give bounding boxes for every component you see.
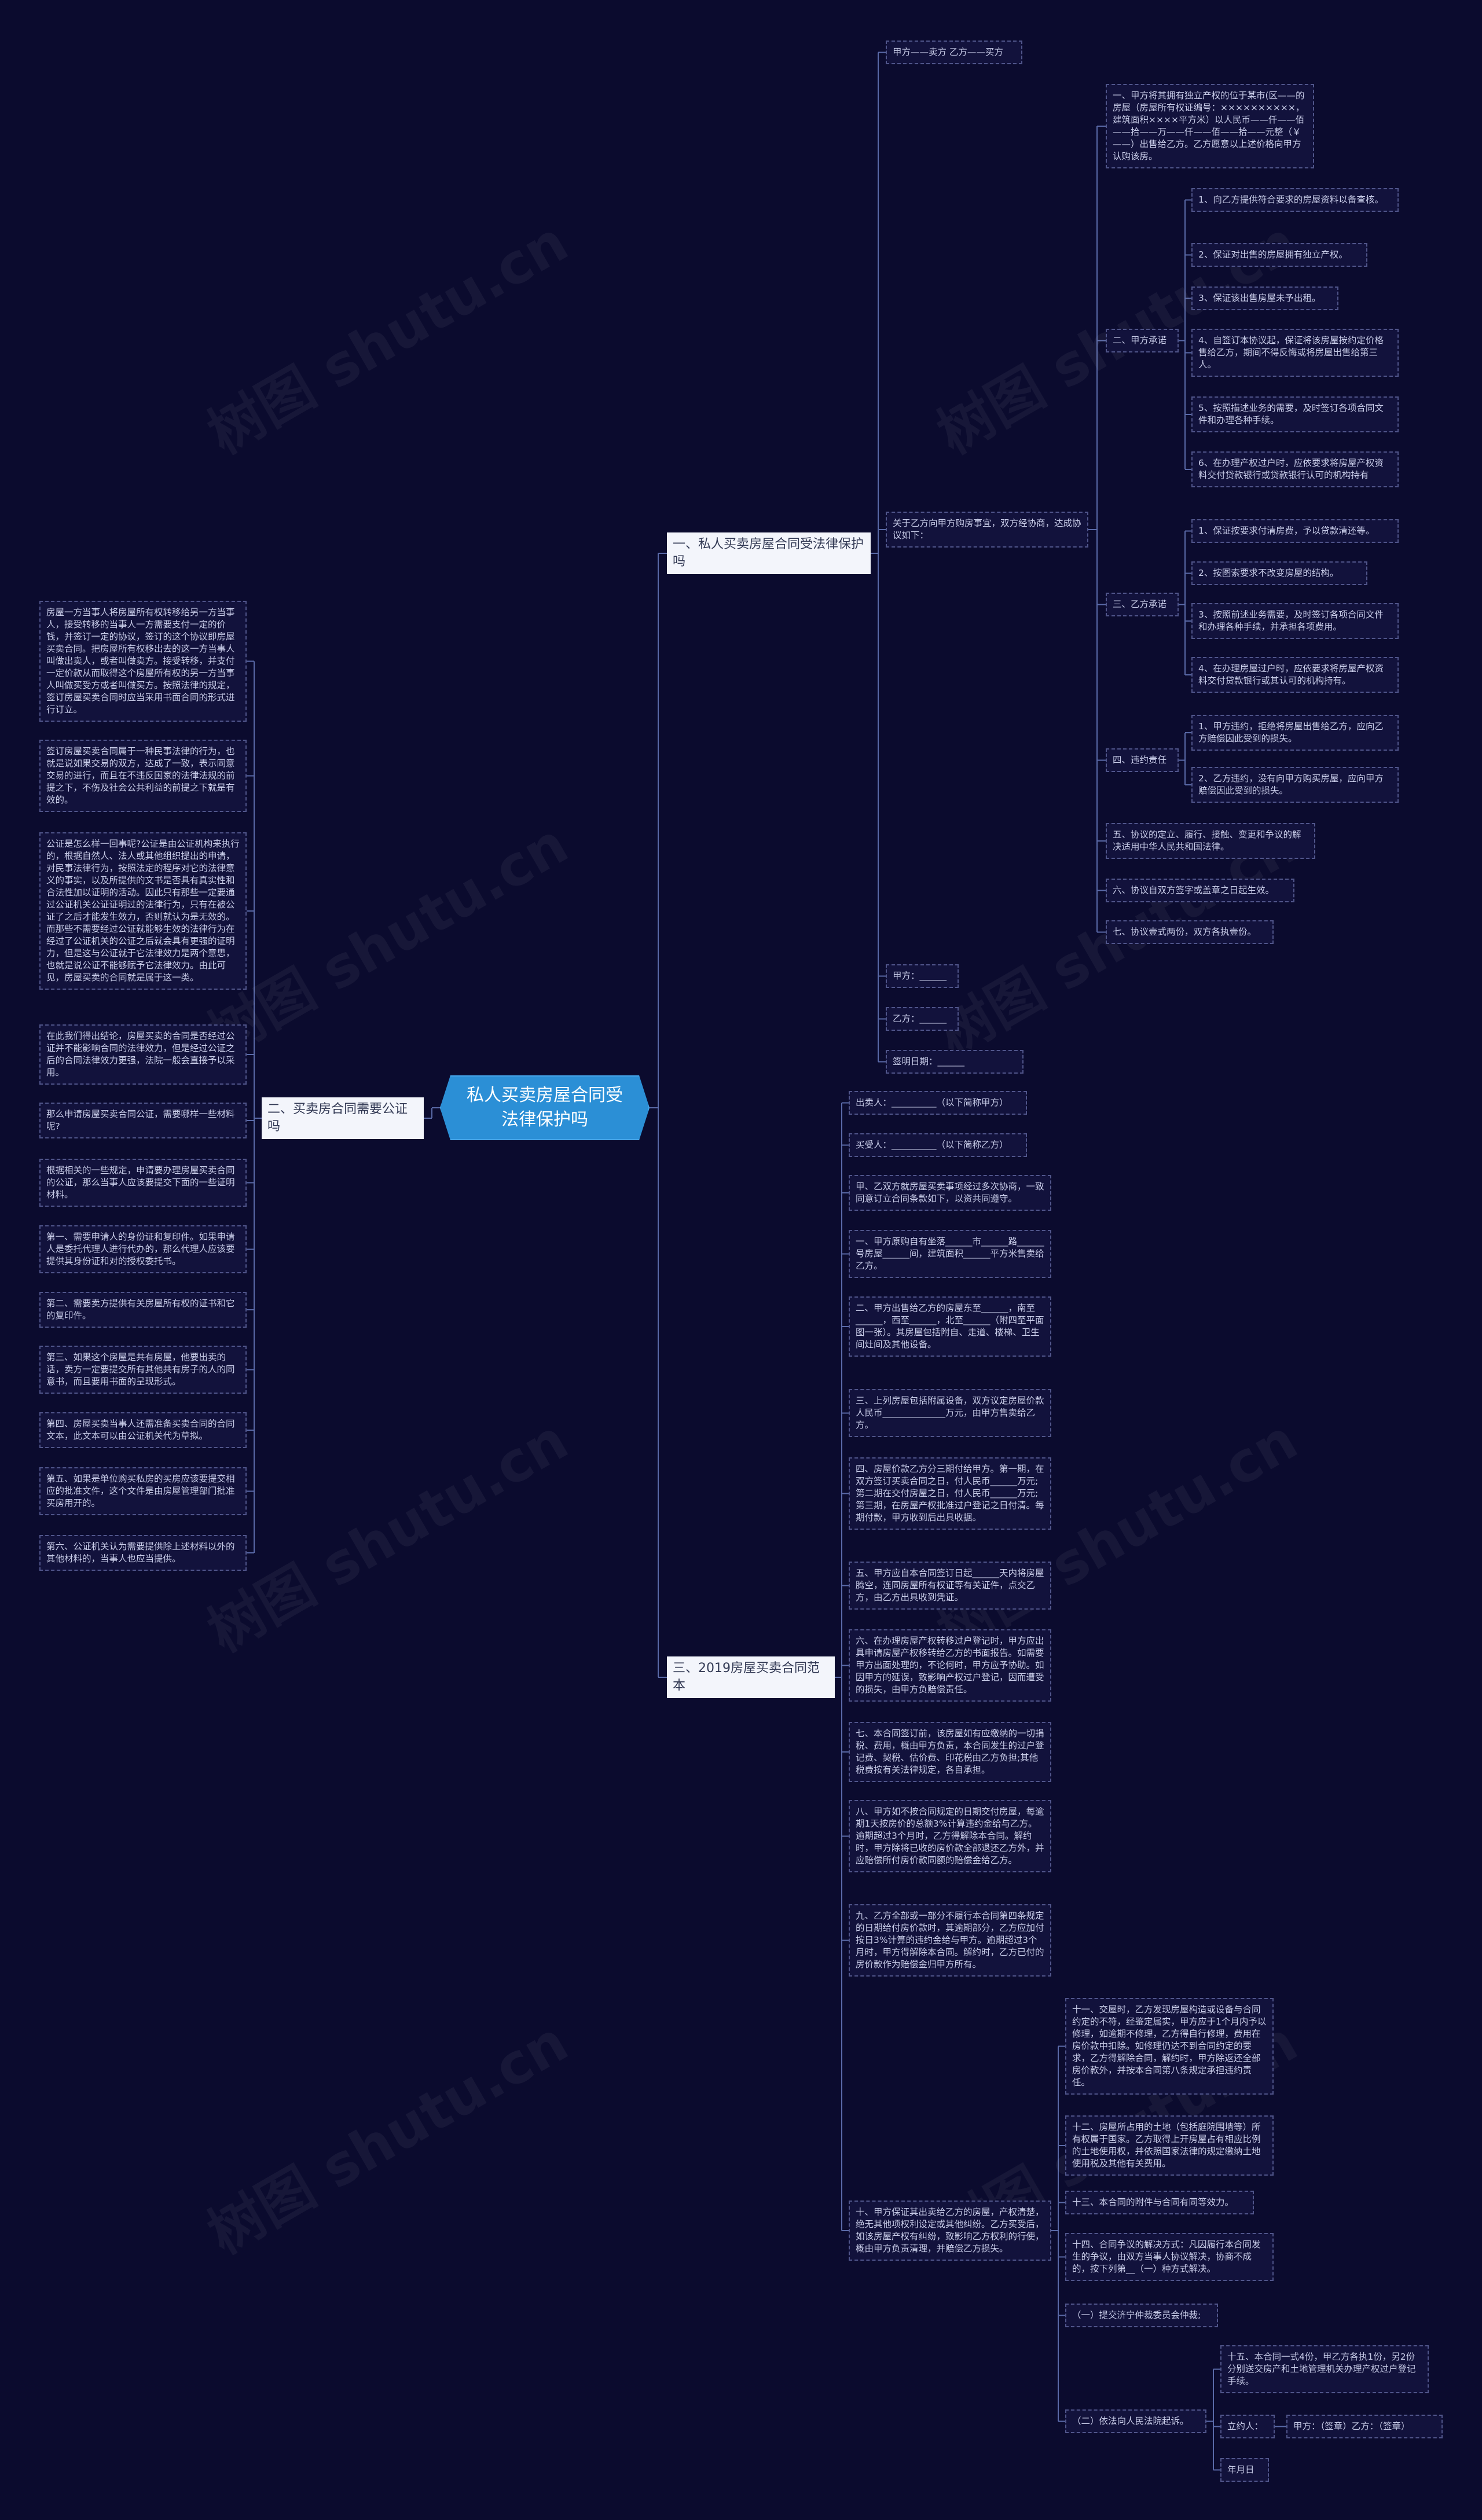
contract-item[interactable]: 十、甲方保证其出卖给乙方的房屋，产权清楚，绝无其他项权利设定或其他纠纷。乙方买受… — [849, 2201, 1051, 2261]
clause-15[interactable]: 十五、本合同一式4份，甲乙方各执1份，另2份分别送交房产和土地管理机关办理产权过… — [1220, 2345, 1429, 2393]
clause-4-item[interactable]: 2、乙方违约，没有向甲方购买房屋，应向甲方赔偿因此受到的损失。 — [1191, 767, 1399, 803]
clause-2-item[interactable]: 5、按照描述业务的需要，及时签订各项合同文件和办理各种手续。 — [1191, 396, 1399, 432]
seller-line[interactable]: 出卖人：__________（以下简称甲方） — [849, 1091, 1027, 1115]
clause-4[interactable]: 四、违约责任 — [1106, 748, 1179, 772]
contract-item[interactable]: 三、上列房屋包括附属设备，双方议定房屋价款人民币______________万元… — [849, 1389, 1051, 1437]
clause-3-item[interactable]: 2、按图索要求不改变房屋的结构。 — [1191, 561, 1367, 585]
contract-item[interactable]: 一、甲方原购自有坐落______市______路______号房屋______间… — [849, 1230, 1051, 1278]
notary-item[interactable]: 根据相关的一些规定，申请要办理房屋买卖合同的公证，那么当事人应该要提交下面的一些… — [39, 1159, 247, 1207]
clause-2-item[interactable]: 3、保证该出售房屋未予出租。 — [1191, 286, 1338, 310]
contract-item[interactable]: 甲、乙双方就房屋买卖事项经过多次协商，一致同意订立合同条款如下，以资共同遵守。 — [849, 1175, 1051, 1211]
notary-item[interactable]: 第三、如果这个房屋是共有房屋，他要出卖的话，卖方一定要提交所有其他共有房子的人的… — [39, 1346, 247, 1394]
clause-5[interactable]: 五、协议的定立、履行、接触、变更和争议的解决适用中华人民共和国法律。 — [1106, 823, 1315, 859]
clause-1[interactable]: 一、甲方将其拥有独立产权的位于某市(区——的房屋（房屋所有权证编号：××××××… — [1106, 84, 1314, 168]
buyer-line[interactable]: 买受人：__________（以下简称乙方） — [849, 1133, 1027, 1157]
clause-6[interactable]: 六、协议自双方签字或盖章之日起生效。 — [1106, 879, 1294, 902]
notary-item[interactable]: 公证是怎么样一回事呢?公证是由公证机构来执行的，根据自然人、法人或其他组织提出的… — [39, 832, 247, 990]
branch-topic-1[interactable]: 一、私人买卖房屋合同受法律保护吗 — [667, 532, 871, 574]
signature-a[interactable]: 甲方：______ — [886, 964, 959, 988]
contract-item[interactable]: 四、房屋价款乙方分三期付给甲方。第一期，在双方签订买卖合同之日，付人民币____… — [849, 1457, 1051, 1530]
contract-item[interactable]: 六、在办理房屋产权转移过户登记时，甲方应出具申请房屋产权移转给乙方的书面报告。如… — [849, 1629, 1051, 1702]
contract-subitem[interactable]: 十一、交屋时，乙方发现房屋构造或设备与合同约定的不符，经鉴定属实，甲方应于1个月… — [1065, 1998, 1274, 2095]
signature-b[interactable]: 乙方：______ — [886, 1007, 959, 1031]
signature-date[interactable]: 签明日期：______ — [886, 1050, 1024, 1074]
branch-topic-3[interactable]: 三、2019房屋买卖合同范本 — [667, 1656, 835, 1698]
notary-item[interactable]: 第五、如果是单位购买私房的买房应该要提交相应的批准文件，这个文件是由房屋管理部门… — [39, 1467, 247, 1515]
clause-2-item[interactable]: 1、向乙方提供符合要求的房屋资料以备查核。 — [1191, 188, 1399, 212]
clause-3-item[interactable]: 1、保证按要求付清房费，予以贷款清还等。 — [1191, 519, 1399, 543]
branch-topic-2[interactable]: 二、买卖房合同需要公证吗 — [262, 1097, 424, 1139]
root-topic[interactable]: 私人买卖房屋合同受法律保护吗 — [440, 1075, 650, 1140]
contract-subitem[interactable]: （一）提交济宁仲裁委员会仲裁; — [1065, 2304, 1218, 2327]
contract-parties[interactable]: 甲方——卖方 乙方——买方 — [886, 41, 1022, 64]
clause-3-item[interactable]: 3、按照前述业务需要，及时签订各项合同文件和办理各种手续，并承担各项费用。 — [1191, 603, 1399, 639]
notary-item[interactable]: 签订房屋买卖合同属于一种民事法律的行为，也就是说如果交易的双方，达成了一致，表示… — [39, 740, 247, 812]
sign-parties[interactable]: 甲方：（签章）乙方：（签章） — [1286, 2415, 1443, 2438]
clause-7[interactable]: 七、协议壹式两份，双方各执壹份。 — [1106, 920, 1274, 944]
contract-item[interactable]: 八、甲方如不按合同规定的日期交付房屋，每逾期1天按房价的总额3%计算违约金给与乙… — [849, 1800, 1051, 1872]
contract-item[interactable]: 七、本合同签订前，该房屋如有应缴纳的一切捐税、费用，概由甲方负责，本合同发生的过… — [849, 1722, 1051, 1782]
clause-4-item[interactable]: 1、甲方违约，拒绝将房屋出售给乙方，应向乙方赔偿因此受到的损失。 — [1191, 715, 1399, 751]
notary-item[interactable]: 那么申请房屋买卖合同公证，需要哪样一些材料呢? — [39, 1103, 247, 1138]
sign-label[interactable]: 立约人： — [1220, 2415, 1275, 2438]
contract-subitem[interactable]: （二）依法向人民法院起诉。 — [1065, 2409, 1206, 2433]
contract-item[interactable]: 二、甲方出售给乙方的房屋东至______，南至______，西至______，北… — [849, 1296, 1051, 1357]
clause-2[interactable]: 二、甲方承诺 — [1106, 329, 1179, 352]
notary-item[interactable]: 第四、房屋买卖当事人还需准备买卖合同的合同文本，此文本可以由公证机关代为草拟。 — [39, 1412, 247, 1448]
clause-3[interactable]: 三、乙方承诺 — [1106, 593, 1179, 616]
contract-subitem[interactable]: 十四、合同争议的解决方式：凡因履行本合同发生的争议，由双方当事人协议解决，协商不… — [1065, 2233, 1274, 2281]
clause-2-item[interactable]: 4、自签订本协议起，保证将该房屋按约定价格售给乙方，期间不得反悔或将房屋出售给第… — [1191, 329, 1399, 377]
contract-intro[interactable]: 关于乙方向甲方购房事宜，双方经协商，达成协议如下： — [886, 512, 1088, 548]
contract-subitem[interactable]: 十二、房屋所占用的土地（包括庭院围墙等）所有权属于国家。乙方取得上开房屋占有相应… — [1065, 2115, 1274, 2176]
contract-item[interactable]: 五、甲方应自本合同签订日起______天内将房屋腾空，连同房屋所有权证等有关证件… — [849, 1562, 1051, 1610]
contract-item[interactable]: 九、乙方全部或一部分不履行本合同第四条规定的日期给付房价款时，其逾期部分，乙方应… — [849, 1904, 1051, 1977]
clause-2-item[interactable]: 2、保证对出售的房屋拥有独立产权。 — [1191, 243, 1367, 267]
notary-item[interactable]: 第一、需要申请人的身份证和复印件。如果申请人是委托代理人进行代办的，那么代理人应… — [39, 1225, 247, 1273]
clause-3-item[interactable]: 4、在办理房屋过户时，应依要求将房屋产权资料交付贷款银行或其认可的机构持有。 — [1191, 657, 1399, 693]
clause-2-item[interactable]: 6、在办理产权过户时，应依要求将房屋产权资料交付贷款银行或贷款银行认可的机构持有 — [1191, 451, 1399, 487]
sign-date[interactable]: 年月日 — [1220, 2458, 1269, 2482]
notary-item[interactable]: 第六、公证机关认为需要提供除上述材料以外的其他材料的，当事人也应当提供。 — [39, 1535, 247, 1571]
notary-item[interactable]: 在此我们得出结论，房屋买卖的合同是否经过公证并不能影响合同的法律效力，但是经过公… — [39, 1024, 247, 1085]
notary-item[interactable]: 第二、需要卖方提供有关房屋所有权的证书和它的复印件。 — [39, 1292, 247, 1328]
contract-subitem[interactable]: 十三、本合同的附件与合同有同等效力。 — [1065, 2191, 1254, 2214]
notary-item[interactable]: 房屋一方当事人将房屋所有权转移给另一方当事人，接受转移的当事人一方需要支付一定的… — [39, 601, 247, 722]
